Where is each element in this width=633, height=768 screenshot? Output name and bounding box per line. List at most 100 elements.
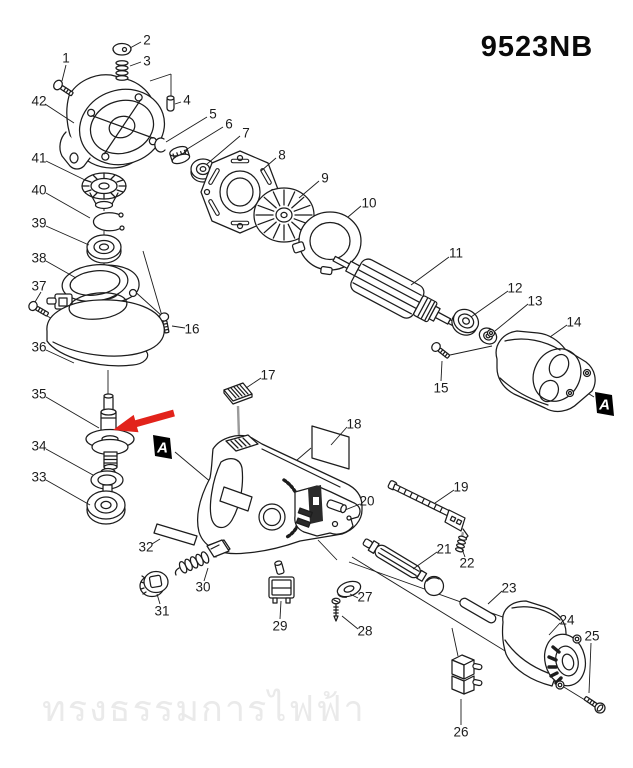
spring-drawing: [115, 60, 129, 81]
part-number-label: 31: [154, 604, 169, 619]
leader-line: [151, 538, 161, 545]
part-number-label: 8: [278, 148, 286, 163]
part-number-label: 1: [62, 51, 70, 66]
part-number-label: 38: [31, 251, 46, 266]
part-number-label: 28: [357, 624, 372, 639]
screw-1-drawing: [53, 79, 74, 97]
part-number-label: 36: [31, 340, 46, 355]
switch-26-drawing: [451, 654, 483, 695]
switch-29-drawing: [268, 560, 295, 604]
brush-cap-drawing: [139, 570, 169, 598]
leader-line: [129, 41, 142, 49]
part-number-label: 14: [566, 315, 582, 330]
leader-line: [45, 225, 90, 246]
assembly-line: [449, 345, 493, 356]
view-marker-letter: A: [598, 397, 610, 414]
assembly-line: [451, 627, 459, 657]
part-number-label: 16: [184, 322, 199, 337]
callouts-layer: 1234567891011121314151617181920212223242…: [31, 33, 599, 740]
leader-line: [156, 593, 161, 605]
leader-line: [470, 290, 509, 318]
bearing-12-drawing: [451, 308, 480, 336]
lead-wire-drawing: [387, 480, 469, 540]
part-number-label: 18: [346, 417, 361, 432]
clip-drawing: [154, 137, 166, 153]
field-stator-drawing: [486, 328, 596, 413]
part-number-label: 5: [209, 107, 217, 122]
assembly-line: [149, 73, 172, 82]
part-number-label: 20: [359, 494, 374, 509]
connector-stem: [236, 405, 241, 438]
screw-28-drawing: [331, 597, 341, 622]
leader-line: [410, 256, 450, 286]
leader-line: [412, 551, 438, 570]
view-markers-layer: AA: [153, 392, 614, 459]
leader-line: [279, 600, 282, 620]
cap-drawing: [112, 42, 132, 56]
pin-drawing: [166, 95, 175, 112]
inner-flange-drawing: [90, 467, 124, 498]
baffle-ring-drawing: [291, 211, 362, 276]
part-number-label: 37: [31, 279, 46, 294]
leader-line: [588, 642, 592, 694]
leader-line: [34, 291, 42, 303]
part-number-label: 33: [31, 470, 46, 485]
part-number-label: 17: [260, 368, 275, 383]
leader-line: [203, 567, 209, 582]
bearing-13-drawing: [478, 327, 498, 345]
screw-15-drawing: [431, 341, 451, 359]
leader-line: [487, 590, 503, 605]
part-number-label: 3: [143, 54, 151, 69]
leader-line: [245, 377, 262, 389]
holder-plate-drawing: [294, 485, 361, 537]
armature-drawing: [332, 255, 457, 327]
part-number-label: 15: [433, 381, 448, 396]
leader-line: [45, 160, 86, 181]
leader-line: [440, 360, 443, 382]
part-number-label: 26: [453, 725, 468, 740]
bearing-39-drawing: [86, 234, 122, 264]
part-number-label: 19: [453, 480, 468, 495]
screw-25-drawing: [583, 696, 606, 714]
part-number-label: 13: [527, 294, 542, 309]
leader-line: [298, 180, 320, 199]
snap-ring-drawing: [92, 212, 125, 232]
leader-line: [347, 205, 362, 218]
part-number-label: 30: [195, 580, 210, 595]
leader-line: [434, 489, 455, 504]
screw-37-drawing: [28, 300, 49, 317]
part-number-label: 39: [31, 216, 46, 231]
leader-line: [45, 396, 100, 429]
view-marker-box: [595, 392, 614, 416]
assembly-line: [142, 250, 163, 317]
part-number-label: 9: [321, 171, 329, 186]
leader-line: [45, 260, 77, 279]
paddle-switch-drawing: [223, 382, 253, 405]
part-number-label: 42: [31, 94, 46, 109]
leader-line: [260, 157, 277, 172]
part-number-label: 6: [225, 117, 233, 132]
leader-line: [494, 303, 529, 332]
pinion-gear-drawing: [169, 145, 191, 165]
assembly-line: [317, 539, 338, 561]
wheel-guard-drawing: [46, 264, 165, 367]
fan-drawing: [253, 187, 315, 243]
leader-line: [344, 503, 361, 511]
leader-line: [341, 615, 359, 630]
model-number-title: 9523NB: [480, 31, 594, 63]
rear-cover-drawing: [501, 600, 587, 690]
leader-line: [330, 426, 348, 446]
part-number-label: 7: [242, 126, 250, 141]
leader-line: [349, 593, 359, 599]
spiral-bevel-gear-drawing: [81, 172, 127, 210]
spindle-drawing: [85, 393, 135, 471]
leader-line: [549, 324, 568, 338]
label-sheet-drawing: [311, 425, 350, 470]
bearing-33-drawing: [86, 490, 126, 525]
view-marker-letter: A: [156, 440, 168, 457]
lever-plate-drawing: [336, 580, 362, 598]
red-arrow-pointer: [113, 409, 175, 433]
part-number-label: 24: [559, 613, 575, 628]
part-number-label: 29: [272, 619, 287, 634]
